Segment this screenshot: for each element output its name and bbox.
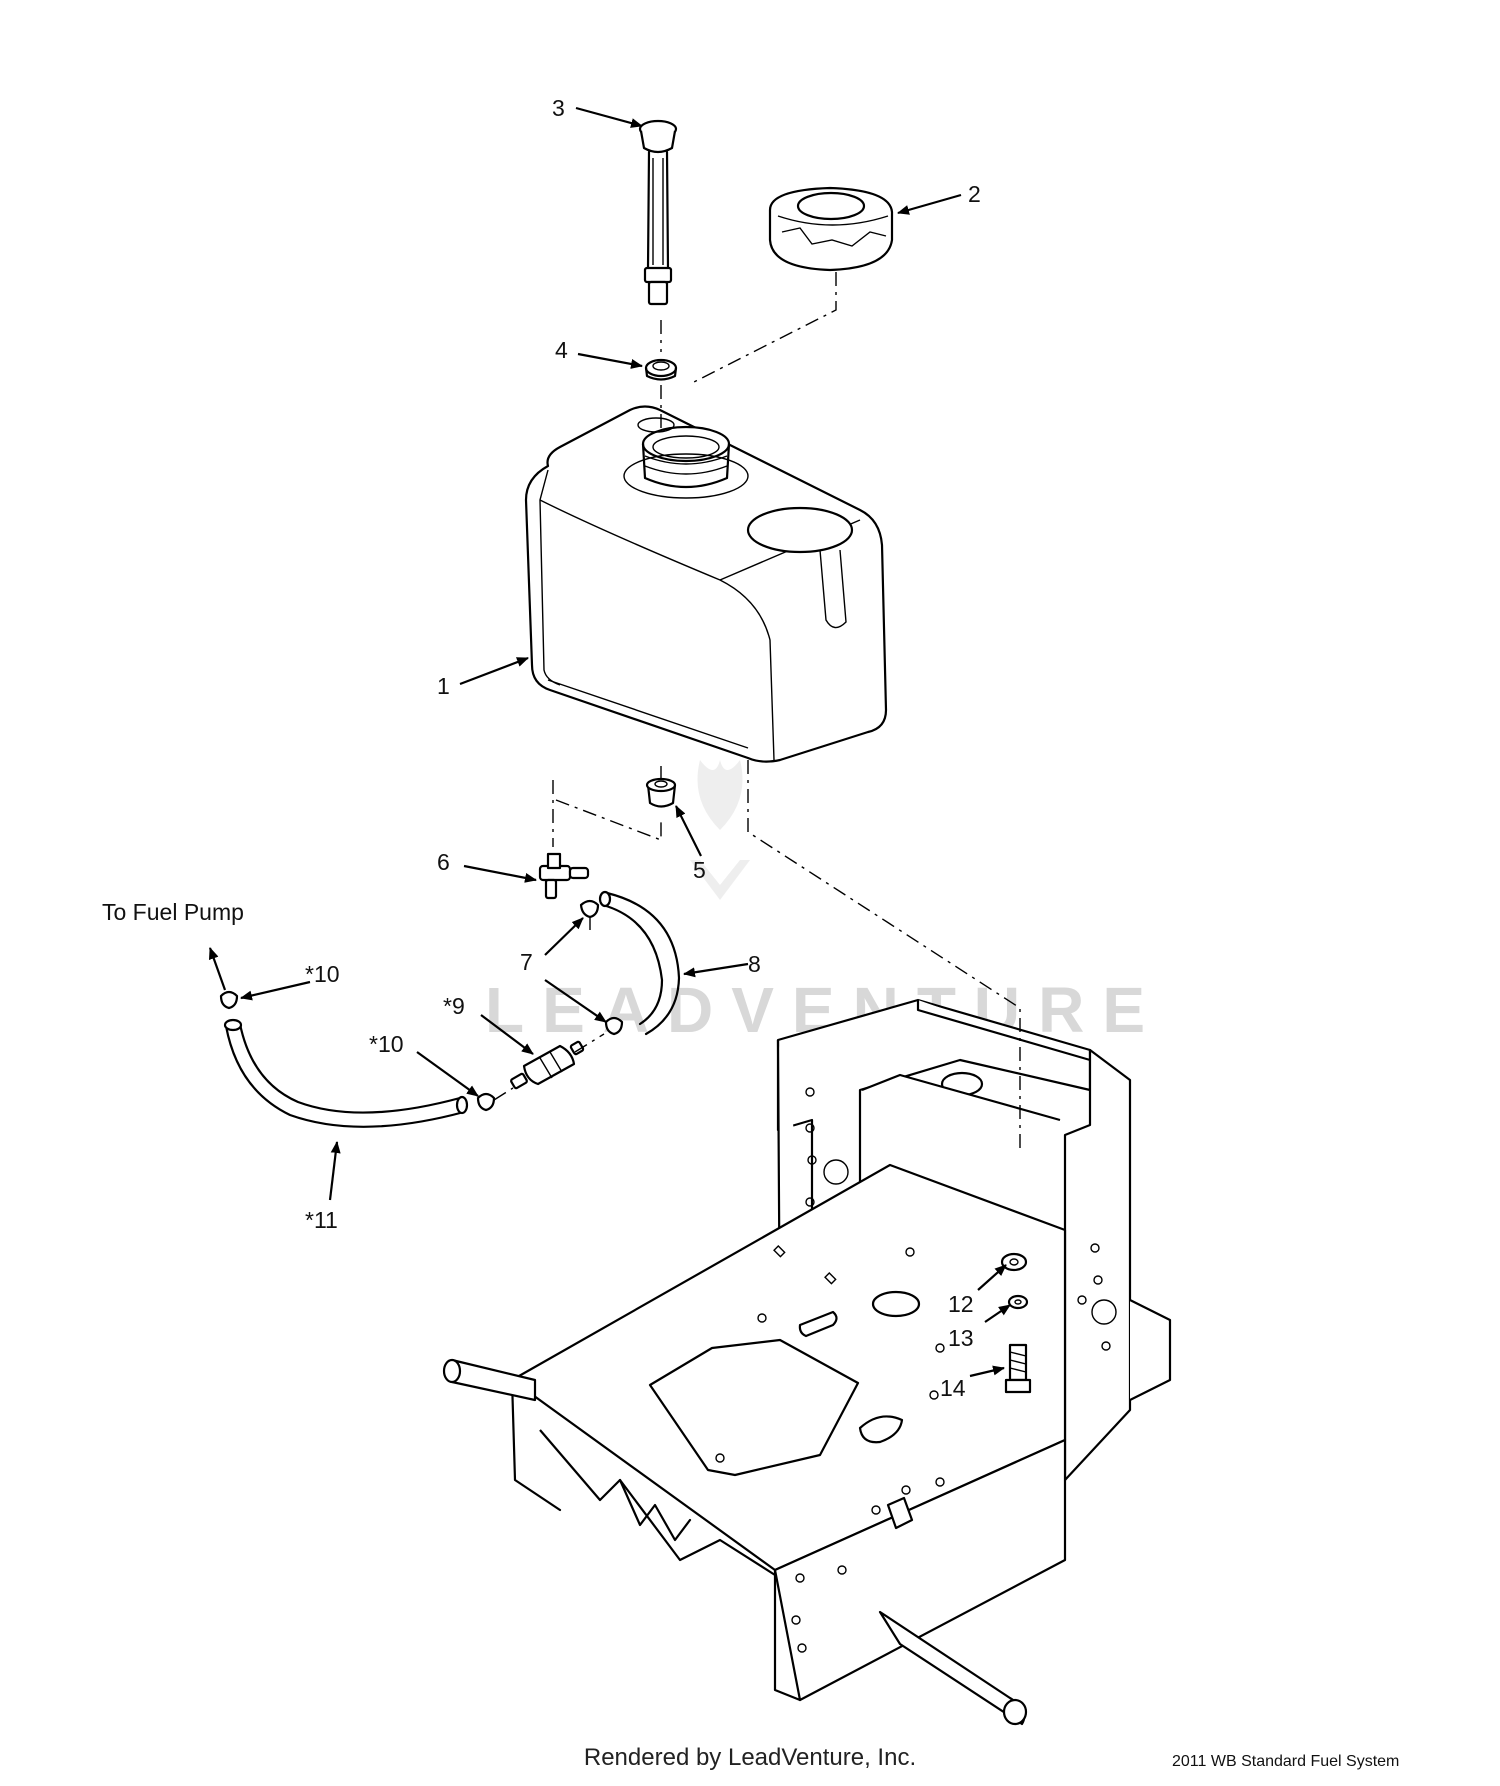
fuel-filter-part: [510, 1040, 585, 1090]
callout-3: 3: [552, 95, 565, 121]
fuel-gauge-part: [638, 119, 678, 306]
assembly-lines: [493, 272, 1021, 1150]
fuel-cap-part: [768, 186, 894, 272]
mower-frame-part: [442, 998, 1172, 1726]
callout-8: 8: [748, 951, 761, 977]
callout-1: 1: [437, 673, 450, 699]
small-clamp-part: [219, 990, 496, 1112]
shutoff-valve-part: [538, 852, 590, 900]
callout-6: 6: [437, 849, 450, 875]
washer-part: [1000, 1252, 1028, 1272]
callout-2: 2: [968, 181, 981, 207]
callout-13: 13: [948, 1325, 974, 1351]
grommet-part: [644, 358, 678, 381]
callout-4: 4: [555, 337, 568, 363]
hose-clamp-part: [579, 899, 624, 1036]
callout-10-filter: *10: [369, 1031, 404, 1057]
callout-7: 7: [520, 949, 533, 975]
watermark-logo: [690, 760, 750, 900]
bushing-part: [645, 777, 677, 808]
diagram-caption: 2011 WB Standard Fuel System: [1172, 1753, 1399, 1770]
leader-arrows: [208, 106, 1011, 1378]
callout-5: 5: [693, 857, 706, 883]
callout-11: *11: [305, 1207, 338, 1233]
bolt-part: [1004, 1343, 1032, 1394]
long-fuel-line-part: [223, 1018, 469, 1128]
fuel-pump-note: To Fuel Pump: [102, 899, 244, 925]
callout-14: 14: [940, 1375, 966, 1401]
callout-labels: 3 2 4 1 5 6 7 8 *9 *10 *10 *11 12 13 14: [305, 95, 981, 1401]
callout-10-left: *10: [305, 961, 340, 987]
fuel-line-part: [598, 890, 681, 1036]
footer-credit: Rendered by LeadVenture, Inc.: [583, 1744, 917, 1771]
callout-9: *9: [443, 993, 465, 1019]
lock-washer-part: [1007, 1294, 1029, 1310]
fuel-tank-part: [524, 405, 888, 763]
callout-12: 12: [948, 1291, 974, 1317]
